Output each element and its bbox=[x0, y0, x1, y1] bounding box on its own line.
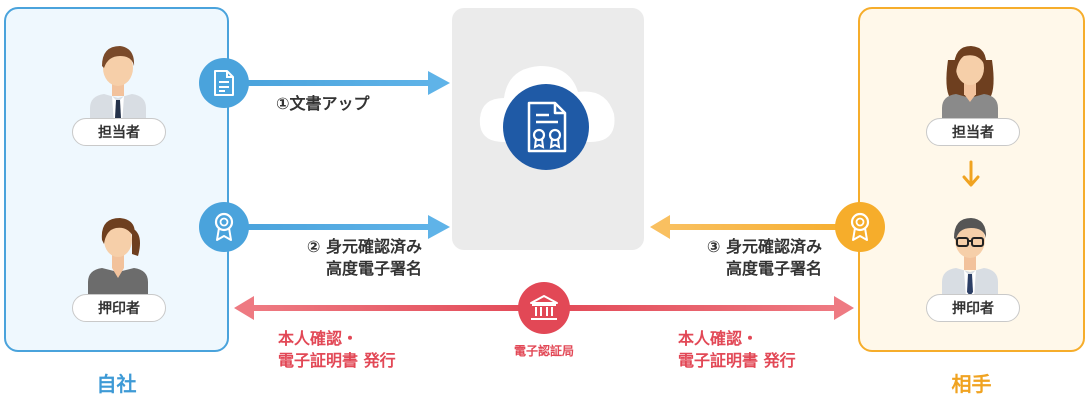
left-issuance-note: 本人確認・ 電子証明書 発行 bbox=[278, 328, 396, 372]
document-icon bbox=[214, 70, 234, 96]
down-arrow-icon bbox=[962, 160, 980, 187]
certificate-document-icon bbox=[527, 101, 567, 153]
signed-document-badge bbox=[503, 84, 589, 170]
upload-arrow bbox=[240, 71, 450, 95]
award-ribbon-icon bbox=[850, 212, 870, 241]
right-issuance-note: 本人確認・ 電子証明書 発行 bbox=[678, 328, 796, 372]
step3-line1: ③ 身元確認済み bbox=[706, 237, 822, 256]
right-issuance-line1: 本人確認・ bbox=[678, 329, 759, 348]
document-step-badge bbox=[199, 58, 249, 108]
right-signature-arrow bbox=[650, 215, 858, 239]
right-staff-role-label: 担当者 bbox=[926, 118, 1020, 146]
left-signature-badge bbox=[199, 202, 249, 252]
right-issuance-line2: 電子証明書 発行 bbox=[678, 351, 796, 370]
left-stamper-avatar-icon bbox=[88, 218, 148, 298]
left-staff-avatar-icon bbox=[90, 46, 146, 124]
step3-line2: 高度電子署名 bbox=[725, 259, 822, 278]
counterparty-caption: 相手 bbox=[951, 372, 992, 396]
certificate-authority-badge bbox=[518, 282, 570, 334]
step2-line2: 高度電子署名 bbox=[325, 259, 422, 278]
bank-building-icon bbox=[530, 295, 558, 320]
right-stamper-avatar-icon bbox=[942, 218, 998, 298]
left-issuance-line1: 本人確認・ bbox=[278, 329, 359, 348]
step2-line1: ② 身元確認済み bbox=[306, 237, 422, 256]
own-company-caption: 自社 bbox=[96, 372, 137, 396]
step3-label: ③ 身元確認済み 高度電子署名 bbox=[676, 236, 822, 280]
right-signature-badge bbox=[835, 202, 885, 252]
right-stamper-role-label: 押印者 bbox=[926, 294, 1020, 322]
step1-label: ①文書アップ bbox=[276, 94, 370, 113]
left-signature-arrow bbox=[240, 215, 450, 239]
left-issuance-line2: 電子証明書 発行 bbox=[278, 351, 396, 370]
step2-label: ② 身元確認済み 高度電子署名 bbox=[276, 236, 422, 280]
left-staff-role-label: 担当者 bbox=[72, 118, 166, 146]
award-ribbon-icon bbox=[214, 212, 234, 241]
certificate-authority-label: 電子認証局 bbox=[513, 344, 574, 358]
left-stamper-role-label: 押印者 bbox=[72, 294, 166, 322]
right-staff-avatar-icon bbox=[942, 46, 998, 124]
